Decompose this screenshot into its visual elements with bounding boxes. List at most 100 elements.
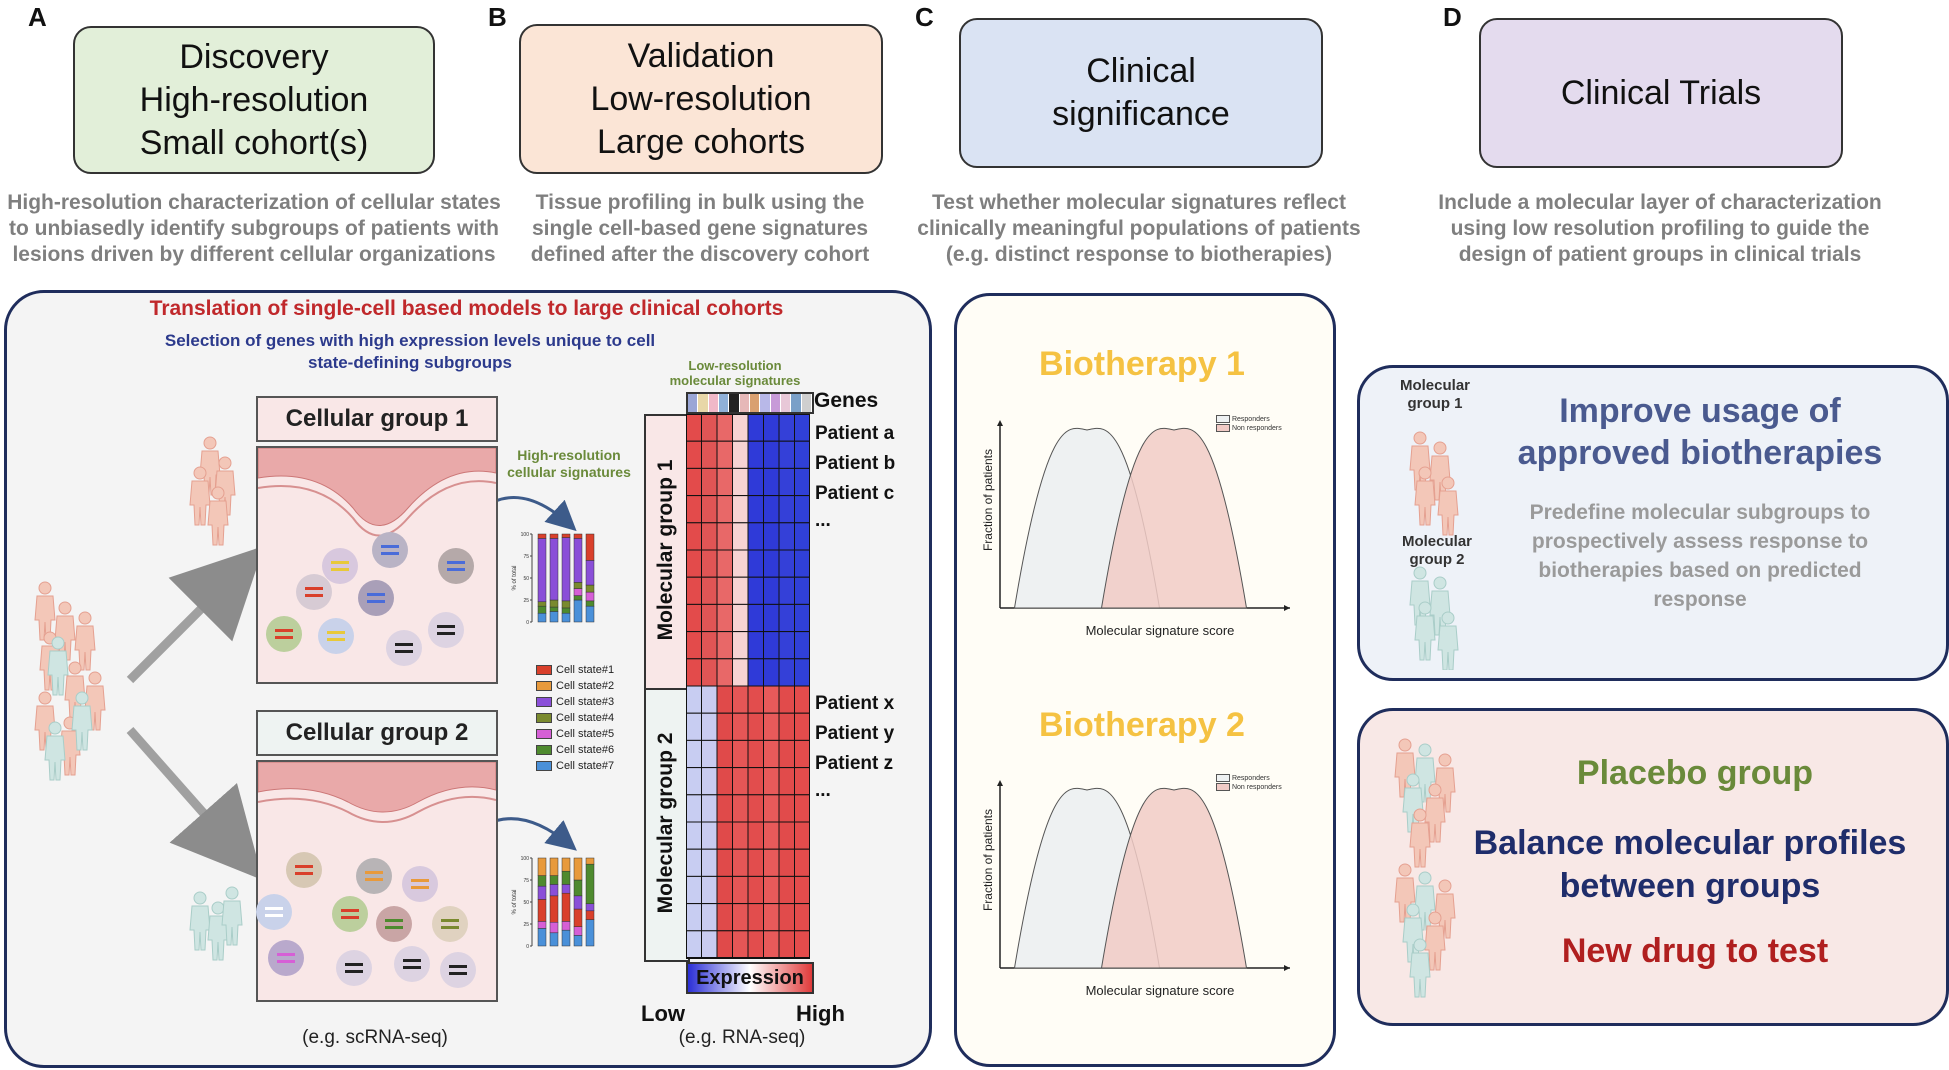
heatmap-cell <box>732 767 749 796</box>
heatmap-cell <box>747 712 764 741</box>
density-1-xlabel: Molecular signature score <box>1085 623 1235 638</box>
bar-segment <box>549 857 559 876</box>
heatmap-cell <box>794 522 810 551</box>
gene-swatch <box>749 394 761 412</box>
legend-non-responders: Non responders <box>1216 783 1282 792</box>
heatmap-cell <box>686 821 702 850</box>
heatmap-cell <box>763 685 780 714</box>
desc-line: design of patient groups in clinical tri… <box>1458 243 1862 266</box>
desc-line: High-resolution characterization of cell… <box>7 191 501 214</box>
bar-segment <box>573 879 583 897</box>
desc-line: (e.g. distinct response to biotherapies) <box>945 243 1333 266</box>
lr-line: molecular signatures <box>669 373 801 388</box>
cell <box>394 946 430 982</box>
x-axis-arrow <box>1284 605 1290 611</box>
predefine-line: Predefine molecular subgroups to <box>1529 501 1871 524</box>
heatmap-cell <box>763 875 780 905</box>
heatmap-cell <box>686 794 702 823</box>
patient-label: Patient y <box>815 723 895 744</box>
heatmap-cell <box>701 440 718 469</box>
heatmap-cell <box>763 767 780 796</box>
y-axis-arrow <box>997 420 1003 426</box>
heatmap-cell <box>732 549 749 578</box>
expression-scale: Expression <box>686 962 814 994</box>
heatmap-cell <box>778 848 795 877</box>
gene-swatch <box>708 394 719 412</box>
heatmap-cell <box>686 848 702 877</box>
bar-segment <box>561 884 571 894</box>
heatmap-cell <box>686 930 702 959</box>
heatmap-cell <box>701 685 718 714</box>
bar-segment <box>561 892 571 922</box>
heatmap-cell <box>794 603 810 633</box>
heatmap-cell <box>763 631 780 660</box>
heatmap-cell <box>747 875 764 905</box>
bar-segment <box>561 600 571 609</box>
non-responders-curve <box>1100 427 1248 609</box>
translation-title: Translation of single-cell based models … <box>149 297 784 320</box>
heatmap-cell <box>686 631 702 660</box>
heatmap-cell <box>686 440 702 469</box>
cellular-group-2-label: Cellular group 2 <box>256 710 498 756</box>
heatmap-cell <box>763 930 780 959</box>
bar-segment <box>549 606 559 612</box>
cell <box>322 548 358 584</box>
discovery-title-line: Discovery <box>179 37 329 76</box>
lr-line: Low-resolution <box>688 358 782 373</box>
hr-line: cellular signatures <box>507 464 631 480</box>
cell <box>372 532 408 568</box>
heatmap-cell <box>732 440 749 469</box>
gene-swatch <box>801 394 812 412</box>
bar-segment <box>585 560 595 586</box>
heatmap-cell <box>794 739 810 769</box>
heatmap-cell <box>794 903 810 932</box>
heatmap-cell <box>701 848 718 877</box>
legend-non-responders: Non responders <box>1216 424 1282 433</box>
heatmap-cell <box>732 414 749 442</box>
patient-label: Patient x <box>815 693 895 714</box>
legend-item: Cell state#4 <box>536 712 614 724</box>
heatmap-cell <box>686 549 702 578</box>
heatmap-cell <box>701 930 718 959</box>
heatmap-cell <box>686 603 702 633</box>
validation-title-line: Large cohorts <box>597 122 805 161</box>
scrna-label: (e.g. scRNA-seq) <box>302 1027 448 1048</box>
subtitle-line: Selection of genes with high expression … <box>164 331 656 350</box>
bar-segment <box>573 935 583 947</box>
bar-segment <box>549 932 559 947</box>
bar-segment <box>573 588 583 596</box>
predefine-line: response <box>1653 588 1747 611</box>
molecular-group-2-label: Molecular group 2 <box>654 732 677 914</box>
trials-description: Include a molecular layer of characteriz… <box>1420 190 1900 268</box>
legend-swatch <box>536 665 552 675</box>
heatmap-cell <box>747 467 764 497</box>
panel-letter-d: D <box>1443 2 1462 32</box>
bar-segment <box>573 908 583 927</box>
mol-group-2-label: Molecular group 2 <box>1382 533 1492 569</box>
mol-group-line: Molecular <box>1401 533 1473 550</box>
bar-segment <box>585 600 595 607</box>
heatmap-cell <box>763 658 780 687</box>
legend-responders: Responders <box>1216 774 1282 783</box>
heatmap-cell <box>732 576 749 605</box>
bar-segment <box>585 591 595 602</box>
heatmap-cell <box>732 603 749 633</box>
clinical-trial-design-box <box>1357 708 1949 1026</box>
mol-group-line: Molecular <box>1399 377 1471 394</box>
heatmap-cell <box>701 875 718 905</box>
heatmap-cell <box>794 549 810 578</box>
bar-segment <box>549 895 559 923</box>
heatmap-cell <box>732 467 749 497</box>
placebo-group-label: Placebo group <box>1576 754 1814 792</box>
heatmap-cell <box>778 712 795 741</box>
cell <box>358 580 394 616</box>
legend-item: Cell state#6 <box>536 744 614 756</box>
heatmap-cell <box>701 495 718 524</box>
heatmap-cell <box>778 522 795 551</box>
legend-responders-label: Responders <box>1231 416 1270 423</box>
discovery-title-line: Small cohort(s) <box>139 123 369 162</box>
bar-segment <box>573 599 583 623</box>
heatmap-cell <box>794 821 810 850</box>
heatmap-cell <box>763 739 780 769</box>
